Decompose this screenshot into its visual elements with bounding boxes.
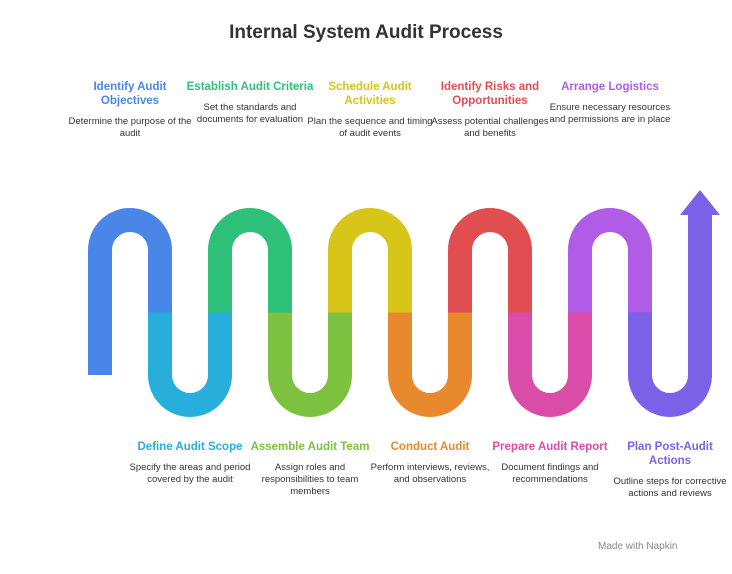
step-description: Determine the purpose of the audit [68, 116, 192, 139]
step-description: Assign roles and responsibilities to tea… [261, 462, 359, 497]
path-segment-1 [148, 312, 232, 417]
step-title: Schedule Audit Activities [328, 81, 412, 107]
step-title: Prepare Audit Report [492, 441, 608, 453]
step-title: Plan Post-Audit Actions [627, 441, 713, 467]
step-title: Identify Audit Objectives [93, 81, 167, 107]
watermark-text: Made with Napkin [598, 541, 678, 552]
page-title: Internal System Audit Process [229, 22, 503, 43]
path-segment-9 [628, 312, 712, 417]
path-arrow-head [680, 190, 720, 215]
step-title: Assemble Audit Team [250, 441, 370, 453]
step-description: Plan the sequence and timing of audit ev… [307, 116, 433, 139]
step-title: Define Audit Scope [137, 441, 243, 453]
step-description: Ensure necessary resources and permissio… [549, 102, 671, 125]
path-segment-8 [568, 208, 652, 313]
step-title: Arrange Logistics [561, 81, 659, 93]
path-segment-3 [268, 312, 352, 417]
path-segment-5 [388, 312, 472, 417]
step-description: Set the standards and documents for eval… [196, 102, 304, 125]
step-title: Establish Audit Criteria [186, 81, 314, 93]
path-segment-4 [328, 208, 412, 313]
step-title: Identify Risks and Opportunities [440, 81, 540, 107]
watermark: Made with Napkin [598, 541, 677, 552]
step-description: Specify the areas and period covered by … [129, 462, 251, 485]
path-segment-6 [448, 208, 532, 313]
step-description: Document findings and recommendations [501, 462, 599, 485]
path-segment-7 [508, 312, 592, 417]
step-description: Perform interviews, reviews, and observa… [370, 462, 490, 485]
step-description: Outline steps for corrective actions and… [613, 476, 727, 499]
path-segment-2 [208, 208, 292, 313]
path-segment-0 [88, 208, 172, 313]
step-title: Conduct Audit [390, 441, 470, 453]
step-description: Assess potential challenges and benefits [431, 116, 549, 139]
